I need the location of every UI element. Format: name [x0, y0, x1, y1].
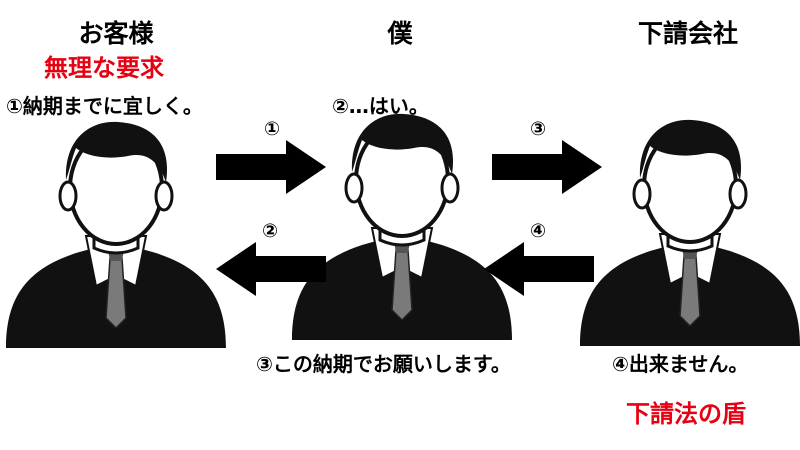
- arrow-2-label: ②: [261, 220, 279, 242]
- customer-speech: ①納期までに宜しく。: [6, 94, 203, 118]
- arrow-2-left-icon: [216, 242, 326, 296]
- subcontractor-speech: ④出来ません。: [612, 352, 749, 376]
- customer-title: お客様: [78, 19, 154, 48]
- arrow-4-label: ④: [529, 220, 547, 242]
- me-speech-request: ③この納期でお願いします。: [256, 352, 511, 376]
- arrow-3-label: ③: [529, 118, 547, 140]
- subcontractor-title: 下請会社: [637, 19, 738, 48]
- arrow-1-label: ①: [263, 118, 281, 140]
- me-title: 僕: [387, 19, 413, 48]
- customer-person-icon: [6, 119, 226, 348]
- customer-demand-label: 無理な要求: [44, 54, 164, 82]
- subcontrac-law-shield-label: 下請法の盾: [626, 400, 746, 428]
- arrow-3-right-icon: [492, 140, 602, 194]
- subcontractor-person-icon: [580, 117, 800, 346]
- arrow-1-right-icon: [216, 140, 326, 194]
- me-speech-reply: ②…はい。: [332, 94, 429, 118]
- arrow-4-left-icon: [484, 242, 594, 296]
